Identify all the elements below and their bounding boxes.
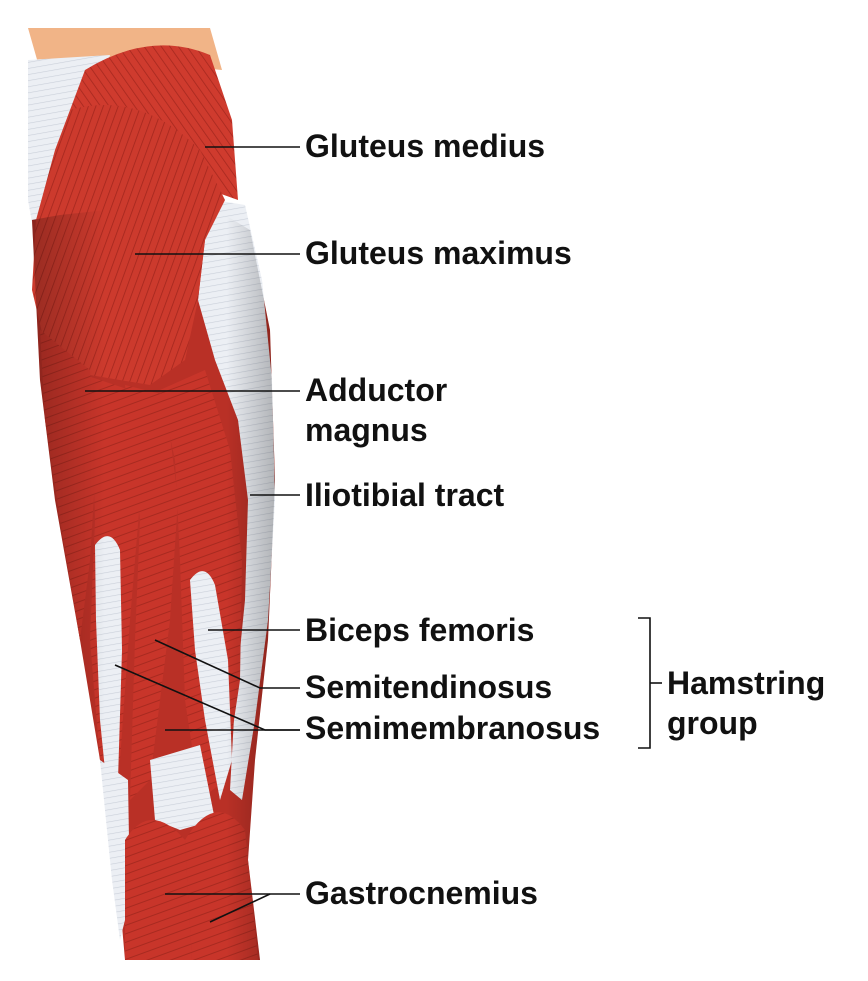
label-hamstring-group-line2: group [667,705,758,741]
label-iliotibial-tract: Iliotibial tract [305,477,505,513]
label-adductor-magnus-line1: Adductor [305,372,448,408]
label-semitendinosus: Semitendinosus [305,669,553,705]
thigh-shading [32,200,275,960]
label-adductor-magnus-line2: magnus [305,412,428,448]
label-hamstring-group-line1: Hamstring [667,665,826,701]
hamstring-bracket [638,617,651,749]
leader-semitendinosus [154,639,300,689]
label-biceps-femoris: Biceps femoris [305,612,535,648]
label-semimembranosus: Semimembranosus [305,710,601,746]
label-gastrocnemius: Gastrocnemius [305,875,538,911]
leader-gastrocnemius-b [209,893,271,923]
label-gluteus-medius: Gluteus medius [305,128,546,164]
label-gluteus-maximus: Gluteus maximus [305,235,572,271]
